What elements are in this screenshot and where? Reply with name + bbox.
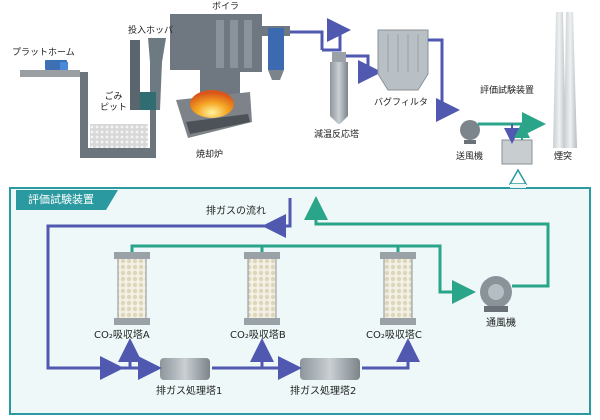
return-to-stack <box>304 196 550 288</box>
label-exhaust-flow: 排ガスの流れ <box>206 206 266 217</box>
treatment-tower-1 <box>160 358 210 380</box>
stack <box>553 12 566 148</box>
platform <box>20 70 80 77</box>
label-test-device: 評価試験装置 <box>480 86 535 96</box>
label-treatment-1: 排ガス処理塔1 <box>156 386 223 397</box>
duct-1 <box>290 30 345 50</box>
pit-garbage <box>90 124 148 148</box>
fan <box>460 120 480 140</box>
treatment-tower-2 <box>300 358 360 380</box>
exhaust-inlet <box>46 198 292 380</box>
label-pit: ごみ ピット <box>100 92 128 113</box>
duct-3 <box>428 38 460 122</box>
label-quench-tower: 減温反応塔 <box>314 130 360 140</box>
return-line <box>130 244 470 292</box>
fire <box>190 90 234 118</box>
label-stack: 煙突 <box>554 152 573 162</box>
label-blower: 通風機 <box>486 318 516 329</box>
co2-absorber-b <box>244 252 280 325</box>
label-absorber-a: CO₂吸収塔A <box>94 330 150 341</box>
label-platform: プラットホーム <box>12 48 75 58</box>
label-bag-filter: バグフィルタ <box>374 98 428 108</box>
label-boiler: ボイラ <box>212 2 240 12</box>
grate <box>186 114 250 134</box>
co2-absorber-c <box>380 252 416 325</box>
panel-title: 評価試験装置 <box>16 190 118 210</box>
garbage-pit <box>80 70 156 158</box>
economizer <box>268 28 284 70</box>
duct-2 <box>346 54 382 84</box>
label-treatment-2: 排ガス処理塔2 <box>290 386 357 397</box>
label-absorber-b: CO₂吸収塔B <box>230 330 286 341</box>
label-absorber-c: CO₂吸収塔C <box>366 330 422 341</box>
bag-filter <box>377 29 429 91</box>
label-incinerator: 焼却炉 <box>196 150 224 160</box>
co2-absorber-a <box>114 252 150 325</box>
label-fan: 送風機 <box>456 152 484 162</box>
test-device-box <box>501 139 533 165</box>
hopper-frame <box>130 40 140 110</box>
crane-bucket <box>140 92 156 110</box>
label-hopper: 投入ホッパ <box>128 26 174 36</box>
quench-tower <box>330 62 348 124</box>
